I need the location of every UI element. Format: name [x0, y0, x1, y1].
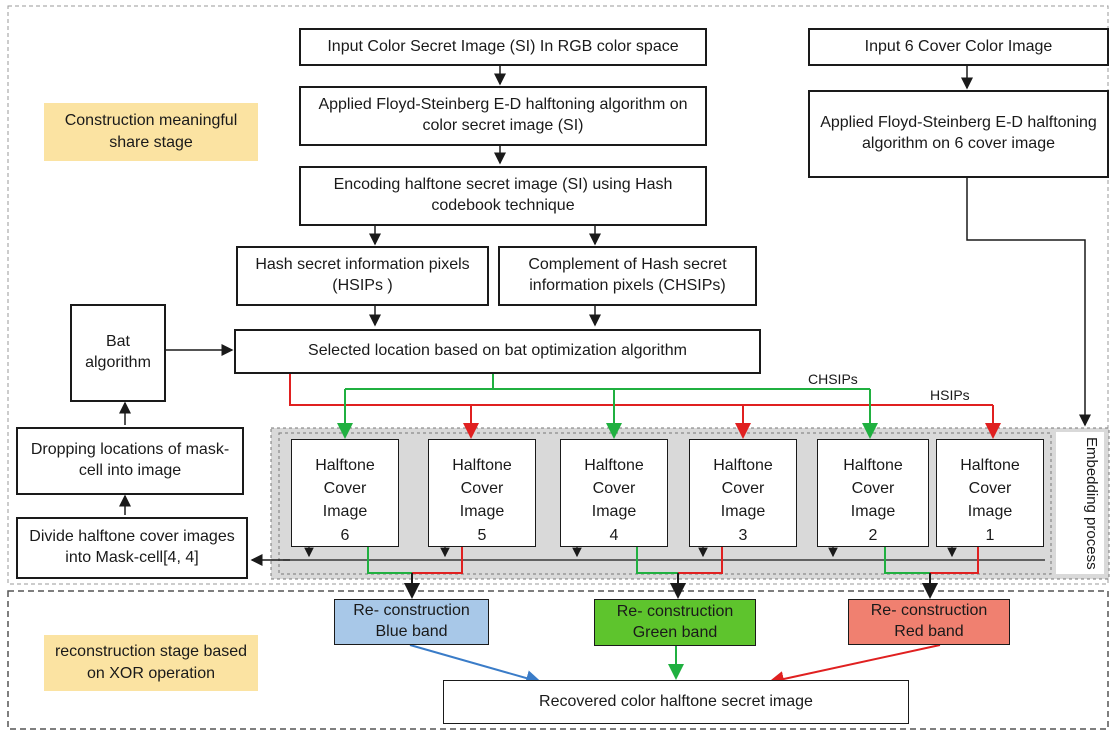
- cover-text: Image: [591, 503, 637, 521]
- halftone-cover-image-3: Halftone Cover Image 3: [689, 439, 797, 547]
- cover-text: Cover: [323, 480, 367, 498]
- cover-text: Halftone: [452, 457, 512, 474]
- input-secret-image-box: Input Color Secret Image (SI) In RGB col…: [299, 28, 707, 66]
- reconstruction-green-box: Re- construction Green band: [594, 599, 756, 646]
- halftone-cover-image-2: Halftone Cover Image 2: [817, 439, 929, 547]
- cover-number: 1: [985, 526, 995, 544]
- reconstruction-red-box: Re- construction Red band: [848, 599, 1010, 645]
- halftone-cover-image-1: Halftone Cover Image 1: [936, 439, 1044, 547]
- cover-text: Cover: [851, 480, 895, 498]
- construction-stage-label: Construction meaningful share stage: [44, 103, 258, 161]
- cover-text: Cover: [721, 480, 765, 498]
- cover-text: Image: [720, 503, 766, 521]
- divide-mask-cell-box: Divide halftone cover images into Mask-c…: [16, 517, 248, 579]
- cover-number: 4: [609, 526, 619, 544]
- dropping-locations-box: Dropping locations of mask-cell into ima…: [16, 427, 244, 495]
- cover-text: Image: [459, 503, 505, 521]
- cover-text: Image: [322, 503, 368, 521]
- selected-location-box: Selected location based on bat optimizat…: [234, 329, 761, 374]
- cover-number: 6: [340, 526, 350, 544]
- cover-text: Cover: [592, 480, 636, 498]
- cover-text: Image: [967, 503, 1013, 521]
- halftone-secret-box: Applied Floyd-Steinberg E-D halftoning a…: [299, 86, 707, 146]
- cover-number: 2: [868, 526, 878, 544]
- chsips-box: Complement of Hash secret information pi…: [498, 246, 757, 306]
- hsips-line-label: HSIPs: [930, 387, 970, 403]
- cover-text: Halftone: [584, 457, 644, 474]
- cover-text: Halftone: [315, 457, 375, 474]
- halftone-cover-image-5: Halftone Cover Image 5: [428, 439, 536, 547]
- reconstruction-stage-frame: [7, 590, 1109, 730]
- halftone-cover-image-6: Halftone Cover Image 6: [291, 439, 399, 547]
- encoding-box: Encoding halftone secret image (SI) usin…: [299, 166, 707, 226]
- cover-text: Cover: [460, 480, 504, 498]
- reconstruction-stage-label: reconstruction stage based on XOR operat…: [44, 635, 258, 691]
- halftone-cover-box: Applied Floyd-Steinberg E-D halftoning a…: [808, 90, 1109, 178]
- embedding-process-text: Embedding process: [1083, 436, 1100, 570]
- reconstruction-blue-box: Re- construction Blue band: [334, 599, 489, 645]
- cover-text: Halftone: [713, 457, 773, 474]
- embedding-process-label: Embedding process: [1056, 432, 1104, 574]
- construction-stage-frame: [7, 5, 1109, 585]
- cover-number: 3: [738, 526, 748, 544]
- hsips-box: Hash secret information pixels (HSIPs ): [236, 246, 489, 306]
- cover-text: Cover: [968, 480, 1012, 498]
- cover-number: 5: [477, 526, 487, 544]
- cover-text: Halftone: [960, 457, 1020, 474]
- halftone-cover-image-4: Halftone Cover Image 4: [560, 439, 668, 547]
- recovered-image-box: Recovered color halftone secret image: [443, 680, 909, 724]
- chsips-line-label: CHSIPs: [808, 371, 858, 387]
- bat-algorithm-box: Bat algorithm: [70, 304, 166, 402]
- cover-text: Halftone: [843, 457, 903, 474]
- cover-text: Image: [850, 503, 896, 521]
- input-cover-box: Input 6 Cover Color Image: [808, 28, 1109, 66]
